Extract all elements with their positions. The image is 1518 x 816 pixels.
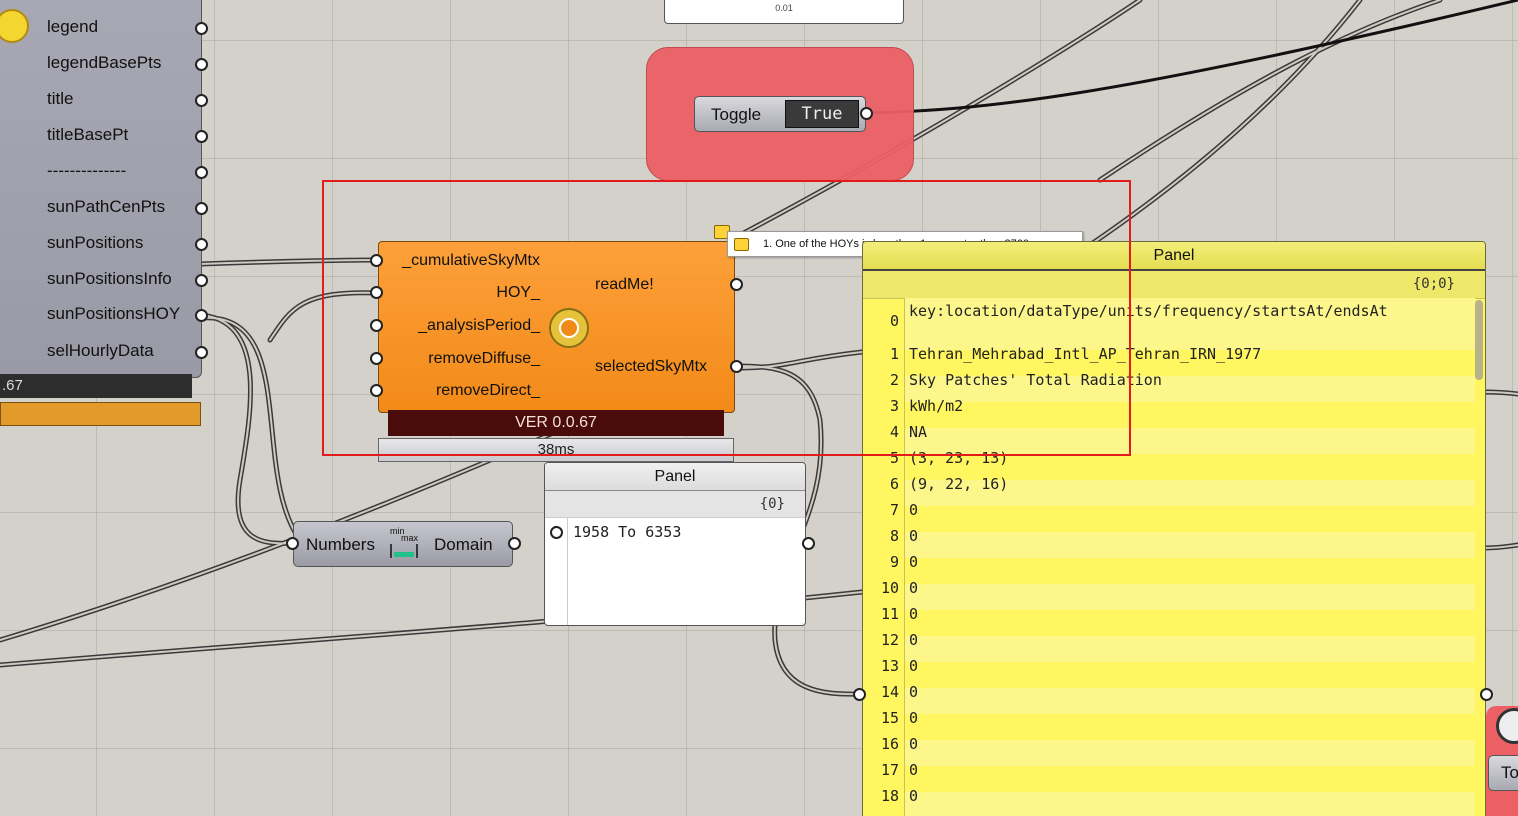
wire xyxy=(197,312,296,546)
input-grip[interactable] xyxy=(370,352,383,365)
left-component-footer: .67 xyxy=(0,374,192,398)
wire xyxy=(1087,0,1363,248)
input-HOY: HOY_ xyxy=(496,284,540,301)
input-removeDirect: removeDirect_ xyxy=(435,382,540,399)
svg-text:min: min xyxy=(390,526,405,536)
toggle-wire xyxy=(865,0,1518,115)
slider-node[interactable]: 0.01 xyxy=(664,0,904,24)
panel-title: Panel xyxy=(863,242,1485,271)
dial-icon xyxy=(1496,708,1518,744)
output-grip[interactable] xyxy=(802,537,815,550)
output-grip[interactable] xyxy=(508,537,521,550)
output-grip[interactable] xyxy=(195,94,208,107)
output-label-titleBasePt: titleBasePt xyxy=(47,125,129,144)
construct-domain-component[interactable]: Numbers min max Domain xyxy=(293,521,513,567)
output-label-selHourlyData: selHourlyData xyxy=(47,341,154,360)
toggle-label: Toggle xyxy=(711,105,762,124)
output-label-sunPositionsHOY: sunPositionsHOY xyxy=(47,304,181,323)
left-component-bar xyxy=(0,402,201,426)
input-grip[interactable] xyxy=(286,537,299,550)
input-grip[interactable] xyxy=(370,254,383,267)
legend-icon xyxy=(0,9,29,43)
domain-output-label: Domain xyxy=(434,535,493,554)
toggle-value[interactable]: True xyxy=(785,100,859,128)
panel-path: {0} xyxy=(545,491,805,518)
select-sky-mtx-component[interactable]: _cumulativeSkyMtx HOY_ _analysisPeriod_ … xyxy=(378,241,735,413)
input-analysisPeriod: _analysisPeriod_ xyxy=(418,317,540,334)
output-label-title: title xyxy=(47,89,74,108)
output-readMe: readMe! xyxy=(595,276,654,293)
output-grip[interactable] xyxy=(730,360,743,373)
profiler-time: 38ms xyxy=(378,438,734,462)
output-grip[interactable] xyxy=(195,166,208,179)
toggle-output-grip[interactable] xyxy=(860,107,873,120)
output-grip[interactable] xyxy=(195,346,208,359)
input-grip[interactable] xyxy=(370,319,383,332)
domain-panel[interactable]: Panel {0} 0 1958 To 6353 xyxy=(544,462,806,626)
input-removeDiffuse: removeDiffuse_ xyxy=(428,350,540,367)
boolean-toggle[interactable]: Toggle True xyxy=(694,96,866,132)
output-label-sunPositionsInfo: sunPositionsInfo xyxy=(47,269,172,288)
warning-icon xyxy=(734,238,749,251)
input-grip[interactable] xyxy=(853,688,866,701)
output-grip[interactable] xyxy=(195,238,208,251)
output-grip[interactable] xyxy=(195,274,208,287)
output-selectedSkyMtx: selectedSkyMtx xyxy=(595,358,708,375)
input-cumulativeSkyMtx: _cumulativeSkyMtx xyxy=(402,252,540,269)
output-grip[interactable] xyxy=(195,202,208,215)
right-node-fragment[interactable]: To xyxy=(1488,755,1518,791)
min-max-domain-icon: min max xyxy=(390,526,419,558)
output-grip[interactable] xyxy=(195,22,208,35)
svg-text:max: max xyxy=(401,533,419,543)
honeybee-sky-icon xyxy=(549,308,589,348)
panel-title: Panel xyxy=(545,463,805,491)
output-grip[interactable] xyxy=(195,58,208,71)
output-label-legendBasePts: legendBasePts xyxy=(47,53,162,72)
wire xyxy=(1097,0,1443,183)
output-grip[interactable] xyxy=(730,278,743,291)
output-grip[interactable] xyxy=(1480,688,1493,701)
output-label-sunPositions: sunPositions xyxy=(47,233,144,252)
output-label-sunPathCenPts: sunPathCenPts xyxy=(47,197,166,216)
output-label-legend: legend xyxy=(47,17,99,36)
version-bar: VER 0.0.67 xyxy=(388,410,724,436)
output-label-separator: -------------- xyxy=(47,161,127,180)
input-grip[interactable] xyxy=(550,526,563,539)
panel-scrollbar[interactable] xyxy=(1475,300,1483,380)
left-component[interactable]: legend legendBasePts title titleBasePt -… xyxy=(0,0,202,378)
output-grip[interactable] xyxy=(195,309,208,322)
input-grip[interactable] xyxy=(370,384,383,397)
row-value: 1958 To 6353 xyxy=(573,523,682,541)
domain-input-label: Numbers xyxy=(306,535,375,554)
input-grip[interactable] xyxy=(370,286,383,299)
output-grip[interactable] xyxy=(195,130,208,143)
panel-path: {0;0} xyxy=(863,271,1485,299)
